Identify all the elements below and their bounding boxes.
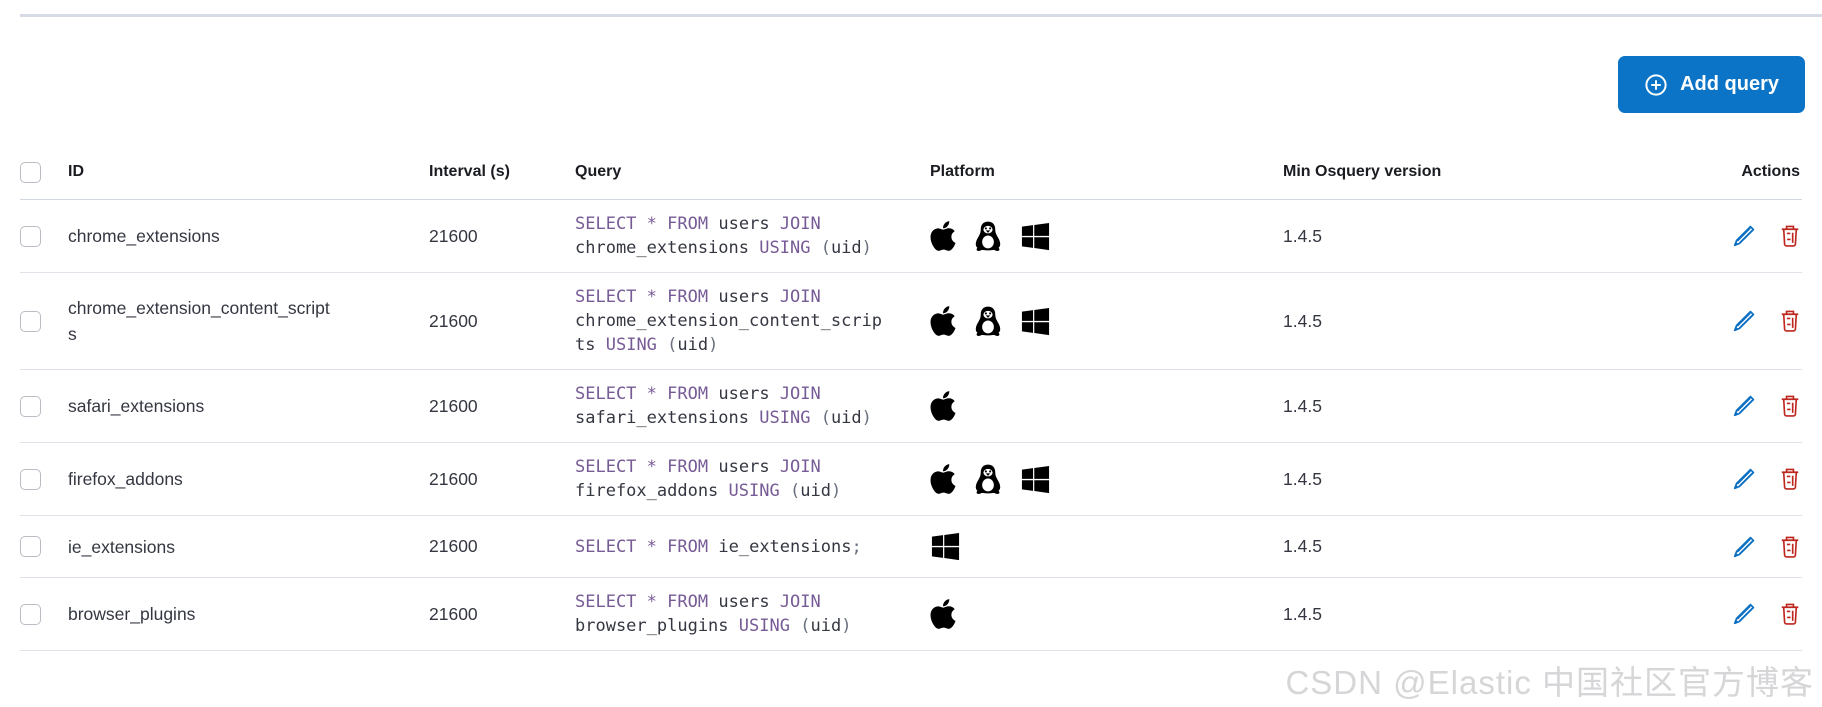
apple-icon [930,597,956,631]
interval-value: 21600 [429,603,478,624]
column-header-query: Query [575,163,622,180]
edit-query-button[interactable] [1732,394,1756,418]
table-row: chrome_extensions 21600 SELECT * FROM us… [20,200,1802,273]
delete-query-button[interactable] [1778,535,1802,559]
table-header-row: ID Interval (s) Query Platform Min Osque… [20,145,1802,200]
delete-query-button[interactable] [1778,467,1802,491]
query-sql: SELECT * FROM users JOIN browser_plugins… [575,592,852,636]
query-id: browser_plugins [68,604,196,624]
windows-icon [1020,306,1051,337]
pencil-icon [1732,309,1756,333]
edit-query-button[interactable] [1732,224,1756,248]
column-header-actions: Actions [1741,163,1800,180]
delete-query-button[interactable] [1778,394,1802,418]
platform-icons [930,389,1283,423]
column-header-platform: Platform [930,163,995,180]
saved-queries-table: ID Interval (s) Query Platform Min Osque… [20,145,1802,651]
platform-icons [930,304,1283,338]
query-id: chrome_extensions [68,226,220,246]
linux-icon [971,304,1005,338]
apple-icon [930,219,956,253]
column-header-id: ID [68,163,84,180]
table-row: chrome_extension_content_scripts 21600 S… [20,273,1802,370]
pencil-icon [1732,535,1756,559]
delete-query-button[interactable] [1778,602,1802,626]
delete-query-button[interactable] [1778,224,1802,248]
min-osquery-version: 1.4.5 [1283,468,1322,489]
min-osquery-version: 1.4.5 [1283,536,1322,556]
edit-query-button[interactable] [1732,535,1756,559]
delete-query-button[interactable] [1778,309,1802,333]
table-row: ie_extensions 21600 SELECT * FROM ie_ext… [20,516,1802,578]
min-osquery-version: 1.4.5 [1283,603,1322,624]
table-row: browser_plugins 21600 SELECT * FROM user… [20,578,1802,651]
query-sql: SELECT * FROM ie_extensions; [575,536,862,557]
edit-query-button[interactable] [1732,602,1756,626]
column-header-interval: Interval (s) [429,163,510,180]
interval-value: 21600 [429,536,478,556]
plus-circle-icon [1644,73,1668,97]
query-id: ie_extensions [68,536,176,557]
linux-icon [971,219,1005,253]
table-row: firefox_addons 21600 SELECT * FROM users… [20,443,1802,516]
row-checkbox[interactable] [20,395,41,417]
pencil-icon [1732,224,1756,248]
add-query-label: Add query [1680,73,1779,95]
select-all-checkbox[interactable] [20,161,41,183]
windows-icon [930,531,961,562]
interval-value: 21600 [429,395,478,416]
csdn-watermark: CSDN @Elastic 中国社区官方博客 [1285,664,1814,701]
interval-value: 21600 [429,468,478,489]
linux-icon [971,462,1005,496]
pencil-icon [1732,394,1756,418]
min-osquery-version: 1.4.5 [1283,395,1322,416]
pencil-icon [1732,467,1756,491]
query-id: chrome_extension_content_scripts [68,298,330,344]
min-osquery-version: 1.4.5 [1283,310,1322,331]
toolbar: Add query [1618,56,1805,113]
edit-query-button[interactable] [1732,467,1756,491]
trash-icon [1778,394,1802,418]
table-row: safari_extensions 21600 SELECT * FROM us… [20,370,1802,443]
trash-icon [1778,224,1802,248]
table-body: chrome_extensions 21600 SELECT * FROM us… [20,200,1802,651]
platform-icons [930,462,1283,496]
trash-icon [1778,535,1802,559]
pencil-icon [1732,602,1756,626]
query-sql: SELECT * FROM users JOIN safari_extensio… [575,384,872,428]
column-header-min-osquery-version: Min Osquery version [1283,163,1442,180]
row-checkbox[interactable] [20,310,41,332]
trash-icon [1778,309,1802,333]
min-osquery-version: 1.4.5 [1283,225,1322,246]
row-checkbox[interactable] [20,468,41,490]
interval-value: 21600 [429,310,478,331]
platform-icons [930,531,1283,562]
windows-icon [1020,221,1051,252]
apple-icon [930,304,956,338]
query-id: safari_extensions [68,396,205,416]
apple-icon [930,389,956,423]
row-checkbox[interactable] [20,536,41,557]
interval-value: 21600 [429,225,478,246]
query-sql: SELECT * FROM users JOIN chrome_extensio… [575,287,883,355]
add-query-button[interactable]: Add query [1618,56,1805,113]
platform-icons [930,219,1283,253]
trash-icon [1778,602,1802,626]
query-id: firefox_addons [68,469,183,489]
page-top-divider [20,14,1822,17]
apple-icon [930,462,956,496]
edit-query-button[interactable] [1732,309,1756,333]
query-sql: SELECT * FROM users JOIN firefox_addons … [575,457,842,501]
row-checkbox[interactable] [20,603,41,625]
row-checkbox[interactable] [20,225,41,247]
query-sql: SELECT * FROM users JOIN chrome_extensio… [575,214,872,258]
windows-icon [1020,464,1051,495]
trash-icon [1778,467,1802,491]
platform-icons [930,597,1283,631]
